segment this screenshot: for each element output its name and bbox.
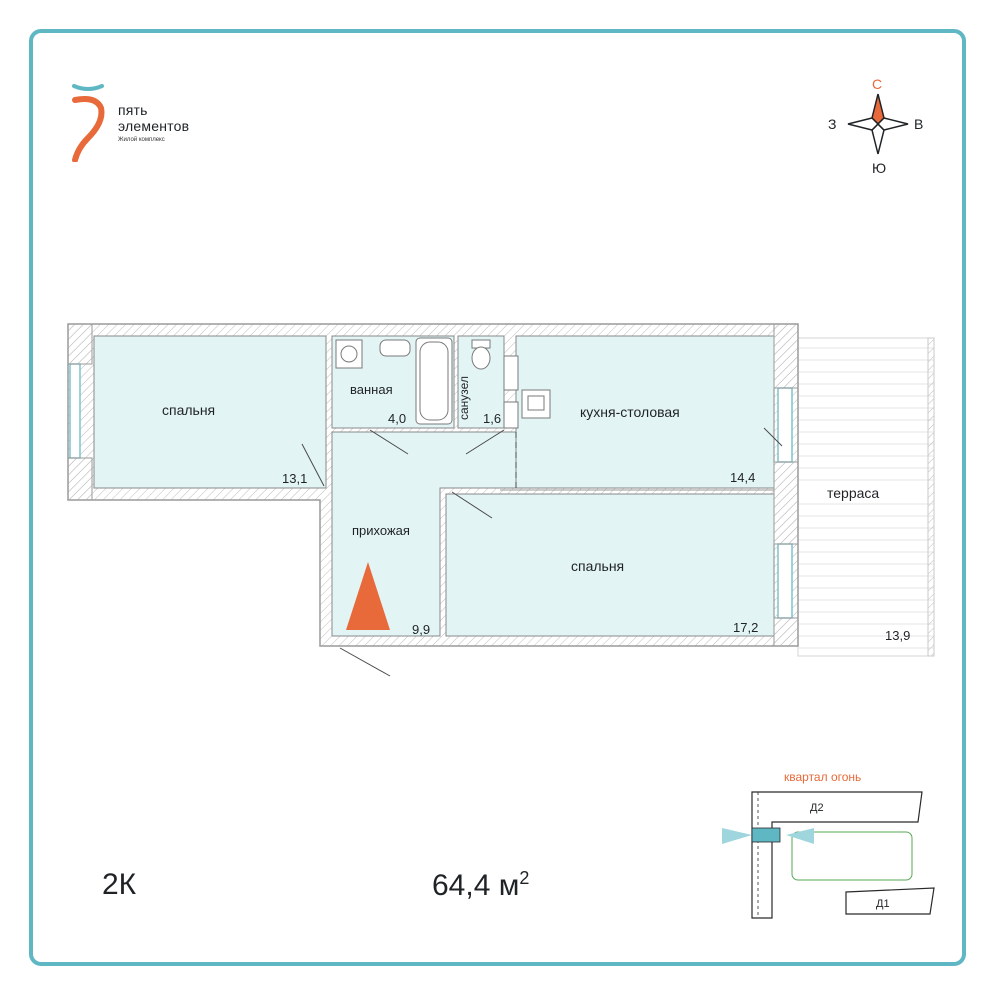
area-terrace: 13,9 [885, 628, 911, 643]
compass-east: В [914, 116, 924, 132]
compass-north: С [872, 76, 883, 92]
area-bathroom: 4,0 [388, 411, 407, 426]
five-logo-icon [72, 84, 105, 162]
sink-icon [379, 339, 411, 357]
area-bedroom-left: 13,1 [282, 471, 308, 486]
view-arrow-right-icon [786, 828, 814, 844]
view-arrow-left-icon [722, 828, 752, 844]
room-bedroom-left [93, 335, 327, 489]
label-bedroom-right: спальня [571, 558, 625, 574]
brand-name-line1: пять [118, 102, 148, 118]
area-kitchen: 14,4 [730, 470, 756, 485]
apartment-area-unit-sup: 2 [519, 868, 530, 888]
terrace [797, 337, 935, 657]
fixtures [335, 337, 551, 429]
doors [301, 427, 783, 677]
room-bedroom-right [445, 493, 775, 637]
brand-subtitle: Жилой комплекс [118, 137, 165, 143]
washing-machine-icon [335, 339, 363, 369]
area-toilet: 1,6 [483, 411, 502, 426]
area-hallway: 9,9 [412, 622, 431, 637]
brand-logo: пять элементов Жилой комплекс [70, 82, 270, 172]
brand-name-line2: элементов [118, 118, 190, 134]
compass-south: Ю [872, 160, 887, 176]
rooms [93, 335, 775, 637]
page-frame [29, 29, 966, 966]
building-d1-label: Д1 [876, 898, 890, 910]
area-bedroom-right: 17,2 [733, 620, 759, 635]
label-hallway: прихожая [352, 523, 410, 538]
building-d2-label: Д2 [810, 802, 824, 814]
wall-piers [67, 323, 799, 647]
entrance-marker [346, 562, 390, 630]
compass: С Ю З В [828, 76, 928, 176]
label-terrace: терраса [827, 485, 880, 501]
label-bathroom: ванная [350, 382, 393, 397]
apartment-highlight [751, 827, 781, 843]
label-toilet: санузел [457, 376, 471, 420]
site-map-title: квартал огонь [784, 770, 862, 784]
compass-west: З [828, 116, 837, 132]
apartment-area-value: 64,4 м [432, 869, 520, 902]
apartment-area: 64,4 м2 [432, 868, 529, 903]
label-kitchen: кухня-столовая [580, 404, 680, 420]
counter-icon [503, 355, 519, 391]
site-map [722, 791, 935, 919]
compass-rose-icon [847, 93, 909, 155]
apartment-type: 2К [102, 868, 137, 901]
label-bedroom-left: спальня [162, 402, 216, 418]
